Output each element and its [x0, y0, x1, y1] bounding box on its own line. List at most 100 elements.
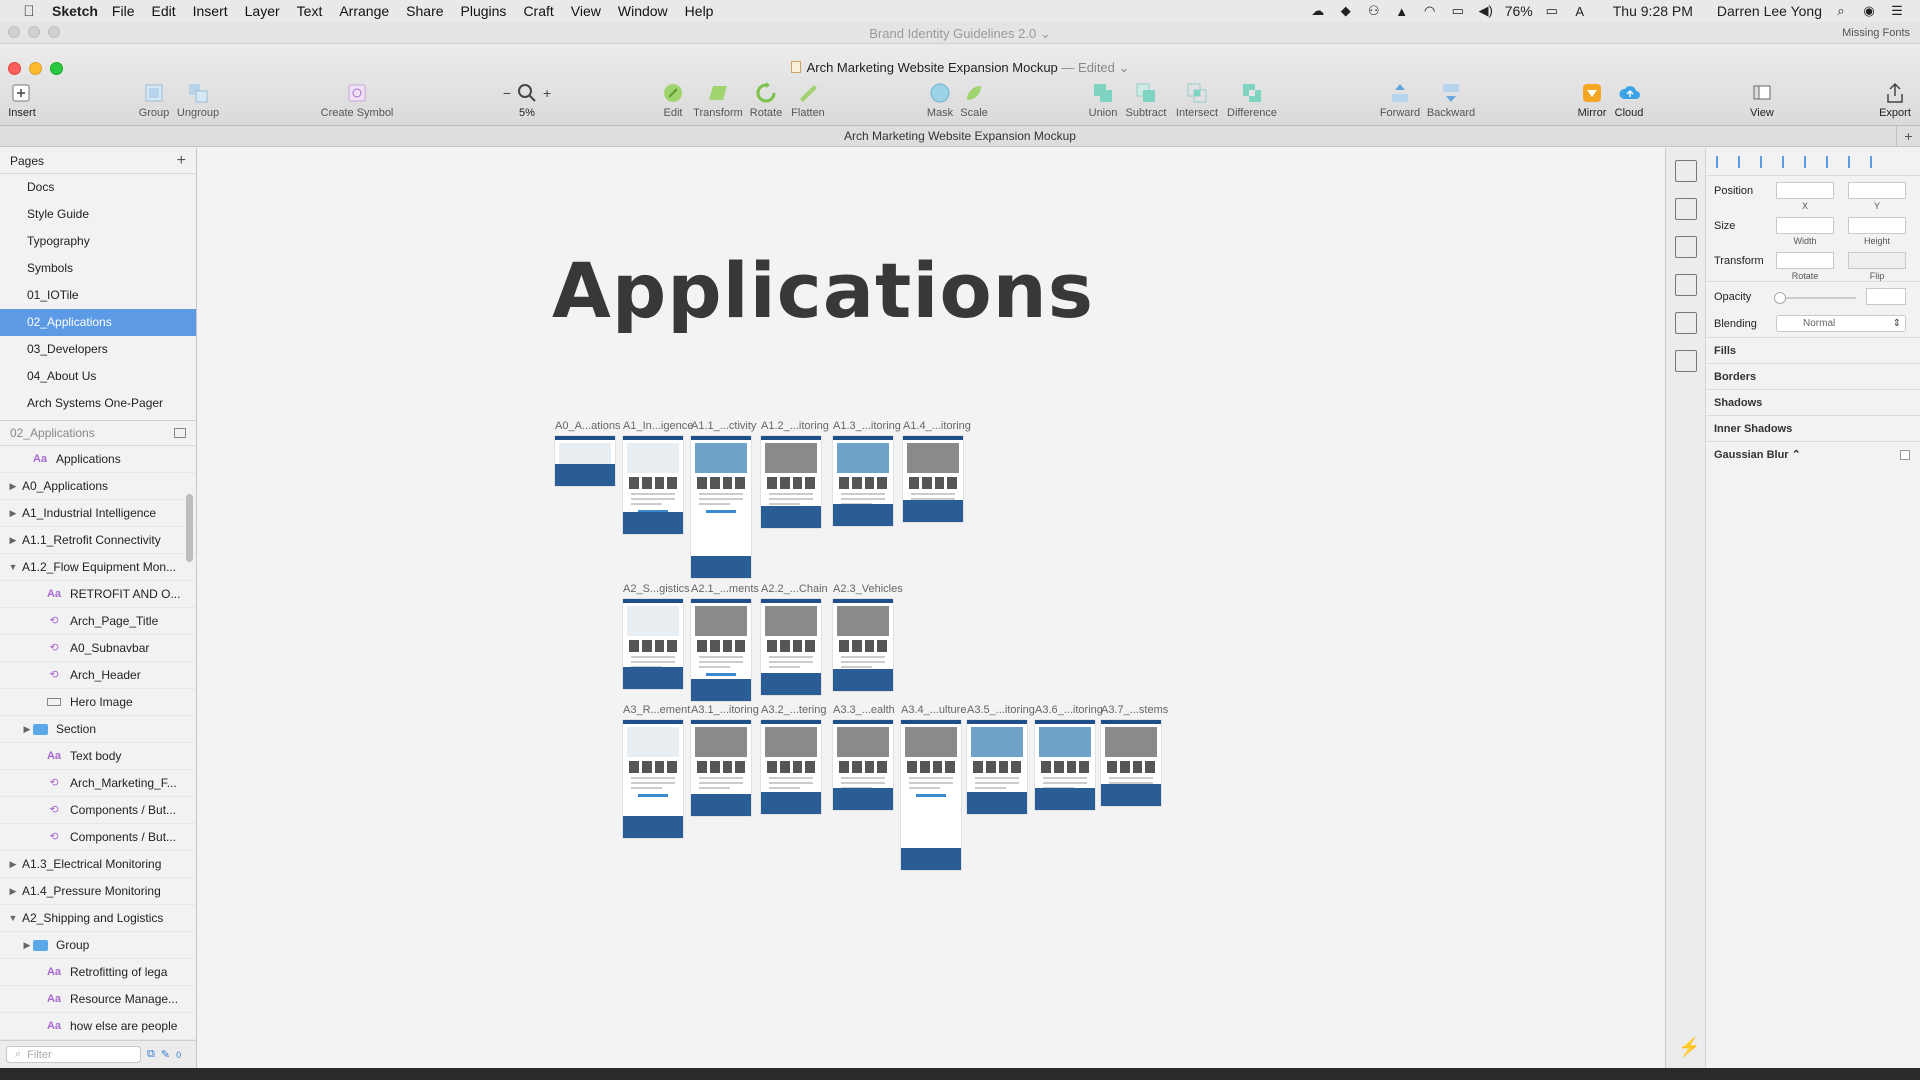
page-item[interactable]: 02_Applications [0, 309, 196, 336]
component-icon[interactable] [1674, 274, 1697, 296]
artboard[interactable]: A2.3_Vehicles [833, 583, 903, 691]
align-bottom-icon[interactable] [1870, 155, 1884, 168]
shadows-section[interactable]: Shadows [1706, 389, 1920, 415]
artboard-label[interactable]: A3.4_...ulture [901, 704, 967, 716]
user-name[interactable]: Darren Lee Yong [1716, 3, 1822, 19]
back-zoom-button[interactable] [48, 26, 60, 38]
airplay-icon[interactable]: ▭ [1451, 3, 1464, 18]
background-window-title[interactable]: Brand Identity Guidelines 2.0 ⌄ [869, 26, 1051, 41]
artboard[interactable]: A1.2_...itoring [761, 420, 829, 528]
rotate-button[interactable]: Rotate [731, 82, 801, 119]
siri-icon[interactable]: ◉ [1863, 3, 1875, 18]
back-close-button[interactable] [8, 26, 20, 38]
disclosure-open-icon[interactable]: ▼ [8, 912, 18, 923]
create-symbol-button[interactable]: Create Symbol [321, 82, 393, 119]
artboard-label[interactable]: A3_R...ement [623, 704, 691, 716]
artboard-label[interactable]: A1.4_...itoring [903, 420, 971, 432]
y-input[interactable] [1848, 182, 1906, 199]
upload-icon[interactable] [1674, 160, 1697, 182]
minimize-button[interactable] [29, 62, 42, 75]
artboard[interactable]: A1_In...igence [623, 420, 693, 534]
view-button[interactable]: View [1727, 82, 1797, 119]
volume-icon[interactable]: ◀) [1478, 3, 1493, 18]
disclosure-open-icon[interactable]: ▼ [8, 561, 18, 572]
mask-button[interactable]: Mask [905, 82, 975, 119]
back-minimize-button[interactable] [28, 26, 40, 38]
menu-share[interactable]: Share [406, 3, 444, 19]
window-title[interactable]: Arch Marketing Website Expansion Mockup … [0, 60, 1920, 76]
link-icon[interactable]: ⧉ [147, 1048, 155, 1060]
menu-craft[interactable]: Craft [523, 3, 554, 19]
menu-arrange[interactable]: Arrange [339, 3, 390, 19]
evernote-icon[interactable]: ▲ [1395, 3, 1409, 19]
insert-button[interactable]: Insert [0, 82, 57, 119]
artboard[interactable]: A3_R...ement [623, 704, 690, 838]
page-item[interactable]: 01_IOTile [27, 288, 79, 302]
artboard-label[interactable]: A3.3_...ealth [833, 704, 895, 716]
layer-row[interactable]: Hero Image [0, 689, 196, 716]
align-middle-icon[interactable] [1848, 155, 1862, 168]
subtract-button[interactable]: Subtract [1111, 82, 1181, 119]
layer-row[interactable]: ▼A2_Shipping and Logistics [0, 905, 196, 932]
artboard[interactable]: A2_S...gistics [623, 583, 690, 689]
opacity-input[interactable] [1866, 288, 1906, 305]
page-item[interactable]: Typography [27, 234, 90, 248]
menu-help[interactable]: Help [684, 3, 714, 19]
menu-text[interactable]: Text [296, 3, 323, 19]
gaussian-blur-checkbox[interactable] [1900, 450, 1910, 460]
artboard[interactable]: A3.2_...tering [761, 704, 826, 814]
artboard[interactable]: A0_A...ations [555, 420, 620, 486]
artboard-label[interactable]: A2_S...gistics [623, 583, 690, 595]
fills-section[interactable]: Fills [1706, 337, 1920, 363]
scale-button[interactable]: Scale [939, 82, 1009, 119]
dropbox-icon[interactable]: ◆ [1340, 3, 1351, 18]
layer-row[interactable]: ⟲Arch_Marketing_F... [0, 770, 196, 797]
menu-view[interactable]: View [570, 3, 601, 19]
layer-row[interactable]: ⟲Arch_Page_Title [0, 608, 196, 635]
collapse-icon[interactable] [174, 428, 186, 438]
document-tab[interactable]: Arch Marketing Website Expansion Mockup [844, 129, 1076, 143]
layer-row[interactable]: ⟲Components / But... [0, 797, 196, 824]
filter-input[interactable]: ⌕ Filter [6, 1046, 141, 1063]
new-tab-button[interactable]: + [1896, 126, 1920, 147]
close-button[interactable] [8, 62, 21, 75]
artboard[interactable]: A1.4_...itoring [903, 420, 971, 522]
zoom-control[interactable]: − + 5% [492, 82, 562, 119]
artboard-label[interactable]: A1.2_...itoring [761, 420, 829, 432]
disclosure-closed-icon[interactable]: ▶ [9, 534, 17, 545]
layers-icon[interactable] [1674, 198, 1697, 220]
artboard[interactable]: A3.1_...itoring [691, 704, 759, 816]
disclosure-closed-icon[interactable]: ▶ [23, 723, 31, 734]
artboard-label[interactable]: A3.5_...itoring [967, 704, 1035, 716]
apple-icon[interactable]:  [20, 3, 38, 20]
edit-button[interactable]: Edit [638, 82, 708, 119]
artboard-label[interactable]: A0_A...ations [555, 420, 621, 432]
artboard-label[interactable]: A3.7_...stems [1101, 704, 1169, 716]
add-image-icon[interactable] [1674, 350, 1697, 372]
menu-insert[interactable]: Insert [192, 3, 228, 19]
distribute-horizontal-icon[interactable] [1716, 155, 1730, 168]
transform-button[interactable]: Transform [683, 82, 753, 119]
lightning-icon[interactable]: ⚡ [1678, 1037, 1701, 1057]
page-item[interactable]: Symbols [27, 261, 74, 275]
page-item[interactable]: Arch Systems One-Pager [27, 396, 164, 410]
disclosure-closed-icon[interactable]: ▶ [9, 507, 17, 518]
notification-center-icon[interactable]: ☰ [1891, 3, 1903, 18]
align-top-icon[interactable] [1826, 155, 1840, 168]
opacity-slider[interactable] [1774, 292, 1856, 304]
blending-select[interactable]: Normal [1776, 315, 1906, 332]
difference-button[interactable]: Difference [1217, 82, 1287, 119]
page-item[interactable]: Style Guide [27, 207, 90, 221]
artboard-label[interactable]: A2.3_Vehicles [833, 583, 903, 595]
height-input[interactable] [1848, 217, 1906, 234]
resize-icon[interactable] [1674, 312, 1697, 334]
backward-button[interactable]: Backward [1416, 82, 1486, 119]
width-input[interactable] [1776, 217, 1834, 234]
artboard-label[interactable]: A2.1_...ments [691, 583, 759, 595]
borders-section[interactable]: Borders [1706, 363, 1920, 389]
menu-plugins[interactable]: Plugins [460, 3, 507, 19]
inner-shadows-section[interactable]: Inner Shadows [1706, 415, 1920, 441]
